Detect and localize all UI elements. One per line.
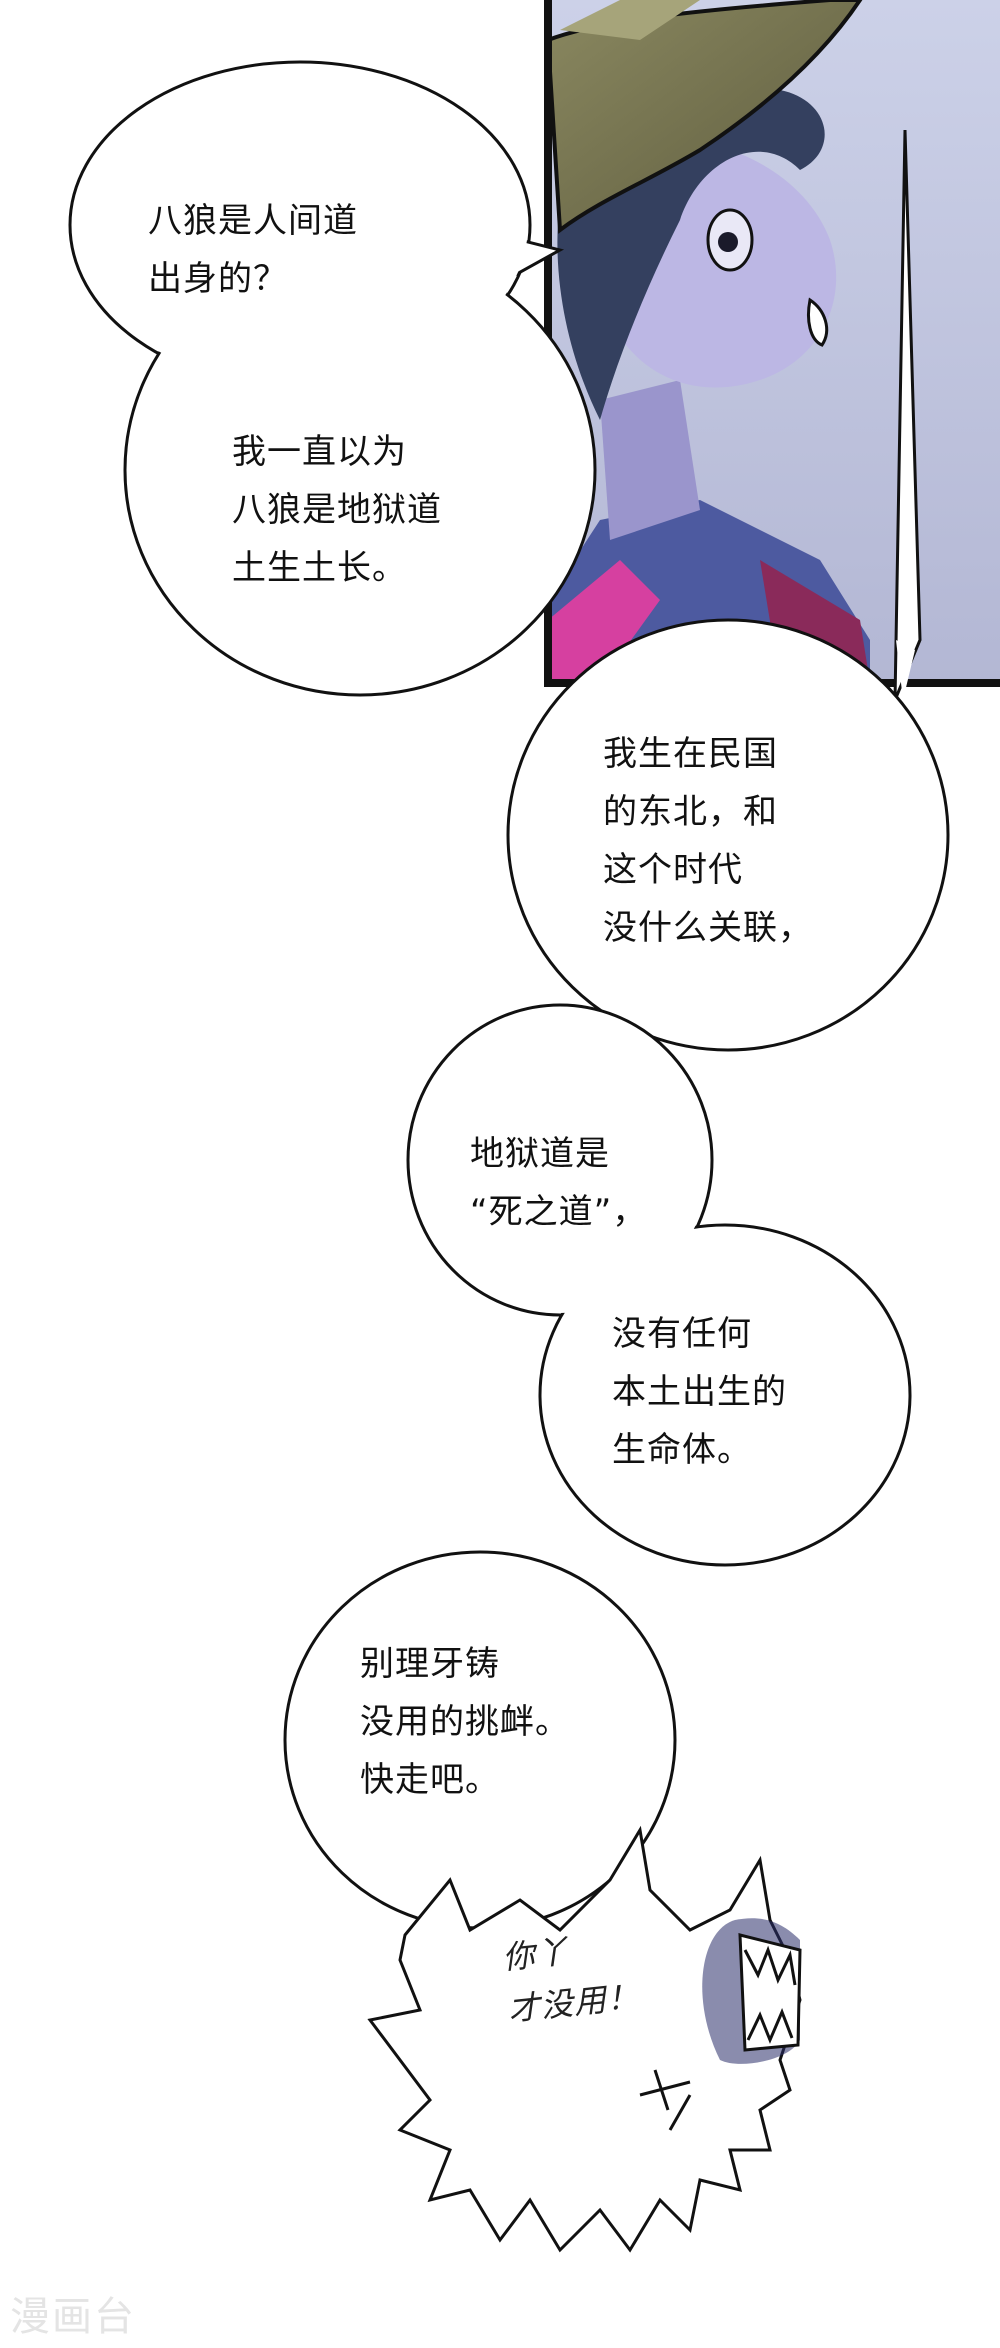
bubble-6-text: 别理牙铸 没用的挑衅。 快走吧。 (360, 1644, 570, 1800)
shout-bubble-7 (367, 1825, 802, 2253)
watermark: 漫画台 (10, 2294, 136, 2340)
bubble-7-text: 你丫 才没用！ (500, 1932, 642, 2029)
bubble-3-text: 我生在民国 的东北，和 这个时代 没什么关联， (603, 734, 813, 948)
bubble-2-text: 我一直以为 八狼是地狱道 土生土长。 (232, 432, 442, 588)
bubble-1-text: 八狼是人间道 出身的？ (148, 201, 358, 299)
bubble-5-text: 没有任何 本土出生的 生命体。 (612, 1314, 787, 1470)
bubble-4-text: 地狱道是 “死之道”， (470, 1134, 648, 1232)
character-panel (544, 0, 1000, 701)
speech-bubble-3 (506, 618, 950, 1052)
